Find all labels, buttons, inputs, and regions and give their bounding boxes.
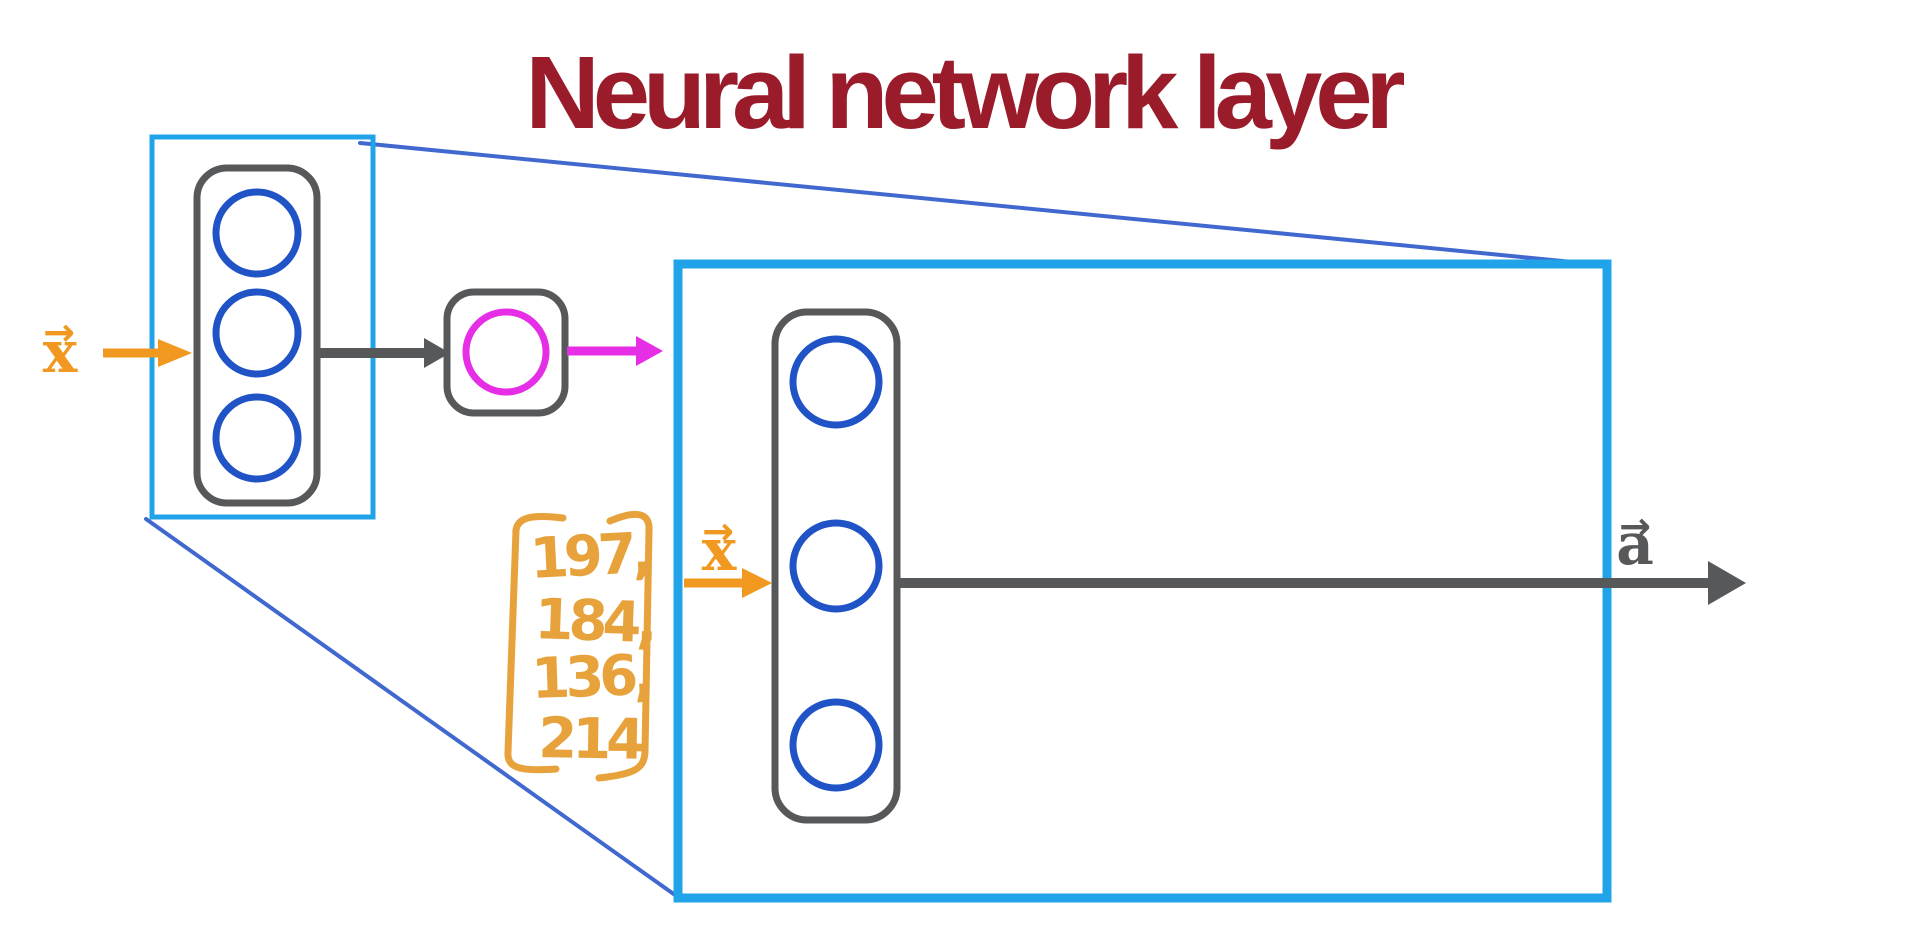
matrix-value-2: 184,: [534, 587, 654, 656]
detail-neuron-circle-2: [789, 519, 883, 613]
layer-to-activation-arrow: [320, 338, 450, 368]
input-arrow: [103, 339, 192, 367]
output-vector-letter: a: [1616, 510, 1654, 578]
matrix-bracket-right: [595, 510, 653, 782]
matrix-value-1: 197,: [528, 521, 649, 592]
detail-input-vector-label: → x: [702, 509, 737, 584]
zoom-guide-line-bottom: [144, 517, 677, 897]
detail-input-arrow: [684, 568, 772, 598]
vector-arrow-glyph: →: [43, 310, 75, 354]
zoom-guide-line-top: [358, 141, 1605, 267]
input-vector-letter: x: [43, 318, 78, 386]
matrix-bracket-left: [504, 513, 567, 774]
input-vector-letter: x: [702, 516, 737, 584]
vector-arrow-glyph: →: [1619, 504, 1651, 548]
output-vector-label: → a: [1616, 504, 1654, 578]
layer-selection-box: [149, 134, 376, 520]
detail-neuron-circle-1: [789, 335, 883, 429]
vector-arrow-glyph: →: [702, 509, 734, 553]
neuron-circle-1: [212, 188, 302, 278]
neuron-circle-2: [212, 288, 302, 378]
layer-unit-box: [193, 164, 321, 507]
detail-layer-unit-box: [771, 308, 901, 824]
output-arrow: [897, 561, 1746, 605]
activation-unit-box: [443, 288, 569, 417]
input-vector-label: → x: [43, 310, 78, 386]
matrix-value-4: 214: [538, 706, 644, 773]
activation-output-arrow: [567, 336, 663, 366]
neuron-circle-3: [212, 393, 302, 483]
matrix-value-3: 136,: [530, 643, 650, 712]
page-title: Neural network layer: [525, 35, 1404, 150]
activation-values-matrix: 197, 184, 136, 214: [504, 510, 654, 782]
detail-neuron-circle-3: [789, 698, 883, 792]
activation-circle: [462, 308, 550, 396]
